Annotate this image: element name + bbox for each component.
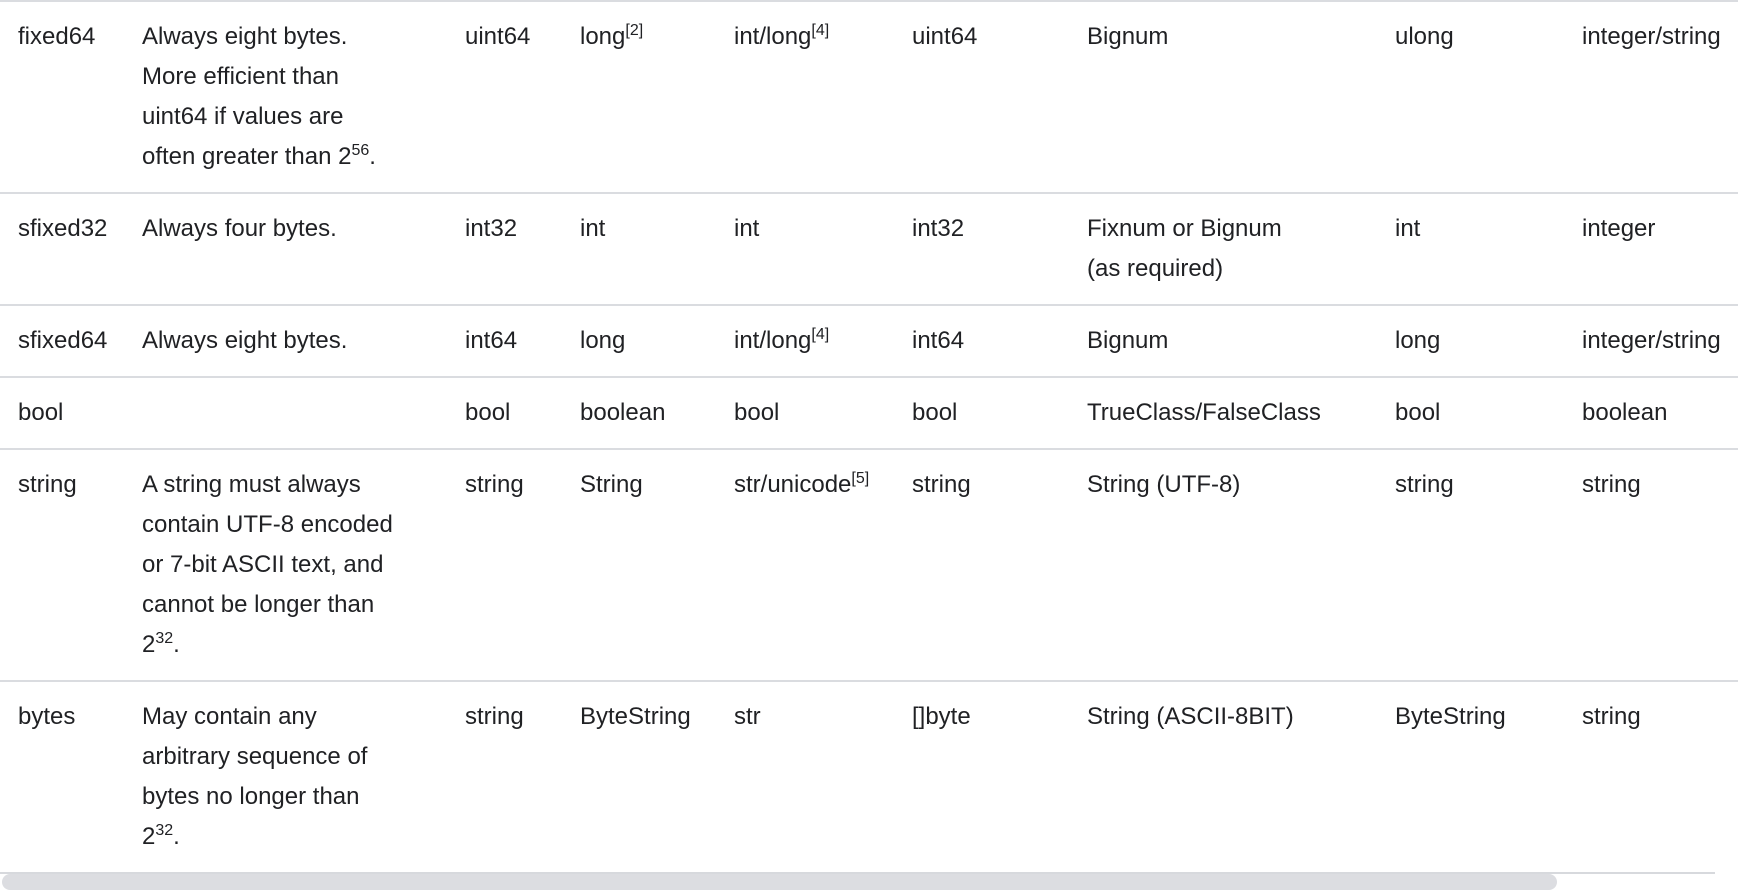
cell-sfixed64-notes: Always eight bytes. [142, 304, 465, 377]
superscript: [5] [851, 470, 870, 487]
cell-sfixed64-php: integer/string [1582, 304, 1738, 377]
cell-sfixed32-csharp: int [1395, 192, 1582, 305]
cell-bool-notes [142, 376, 465, 449]
horizontal-scrollbar[interactable] [0, 872, 1738, 890]
cell-sfixed32-ruby: Fixnum or Bignum(as required) [1087, 192, 1395, 305]
cell-bool-cpp: bool [465, 376, 580, 449]
cell-sfixed64-python: int/long[4] [734, 304, 912, 377]
cell-bool-proto: bool [0, 376, 142, 449]
cell-fixed64-ruby: Bignum [1087, 0, 1395, 193]
cell-sfixed64-proto: sfixed64 [0, 304, 142, 377]
cell-fixed64-csharp: ulong [1395, 0, 1582, 193]
cell-sfixed32-python: int [734, 192, 912, 305]
cell-fixed64-java: long[2] [580, 0, 734, 193]
scrollbar-track-line [0, 872, 1715, 874]
cell-bytes-php: string [1582, 680, 1738, 872]
superscript: [2] [625, 22, 644, 39]
superscript: 32 [155, 630, 174, 647]
cell-fixed64-python: int/long[4] [734, 0, 912, 193]
cell-bool-python: bool [734, 376, 912, 449]
cell-sfixed64-ruby: Bignum [1087, 304, 1395, 377]
cell-sfixed64-csharp: long [1395, 304, 1582, 377]
superscript: 32 [155, 822, 174, 839]
cell-string-cpp: string [465, 448, 580, 681]
cell-string-java: String [580, 448, 734, 681]
cell-bytes-python: str [734, 680, 912, 872]
cell-sfixed64-java: long [580, 304, 734, 377]
cell-sfixed32-go: int32 [912, 192, 1087, 305]
cell-bool-go: bool [912, 376, 1087, 449]
cell-bytes-ruby: String (ASCII-8BIT) [1087, 680, 1395, 872]
superscript: 56 [351, 142, 370, 159]
cell-sfixed32-java: int [580, 192, 734, 305]
cell-sfixed64-go: int64 [912, 304, 1087, 377]
cell-sfixed32-php: integer [1582, 192, 1738, 305]
cell-bytes-go: []byte [912, 680, 1087, 872]
cell-fixed64-go: uint64 [912, 0, 1087, 193]
cell-bool-java: boolean [580, 376, 734, 449]
cell-string-csharp: string [1395, 448, 1582, 681]
cell-sfixed32-cpp: int32 [465, 192, 580, 305]
cell-sfixed32-proto: sfixed32 [0, 192, 142, 305]
cell-bytes-cpp: string [465, 680, 580, 872]
cell-string-php: string [1582, 448, 1738, 681]
cell-bool-csharp: bool [1395, 376, 1582, 449]
superscript: [4] [811, 22, 830, 39]
cell-string-python: str/unicode[5] [734, 448, 912, 681]
cell-bytes-proto: bytes [0, 680, 142, 872]
cell-bool-php: boolean [1582, 376, 1738, 449]
cell-bytes-csharp: ByteString [1395, 680, 1582, 872]
cell-fixed64-php: integer/string [1582, 0, 1738, 193]
cell-bool-ruby: TrueClass/FalseClass [1087, 376, 1395, 449]
cell-sfixed64-cpp: int64 [465, 304, 580, 377]
cell-bytes-java: ByteString [580, 680, 734, 872]
cell-fixed64-proto: fixed64 [0, 0, 142, 193]
cell-fixed64-cpp: uint64 [465, 0, 580, 193]
cell-string-proto: string [0, 448, 142, 681]
superscript: [4] [811, 326, 830, 343]
scrollbar-thumb[interactable] [2, 874, 1557, 890]
cell-string-ruby: String (UTF-8) [1087, 448, 1395, 681]
cell-sfixed32-notes: Always four bytes. [142, 192, 465, 305]
cell-string-go: string [912, 448, 1087, 681]
